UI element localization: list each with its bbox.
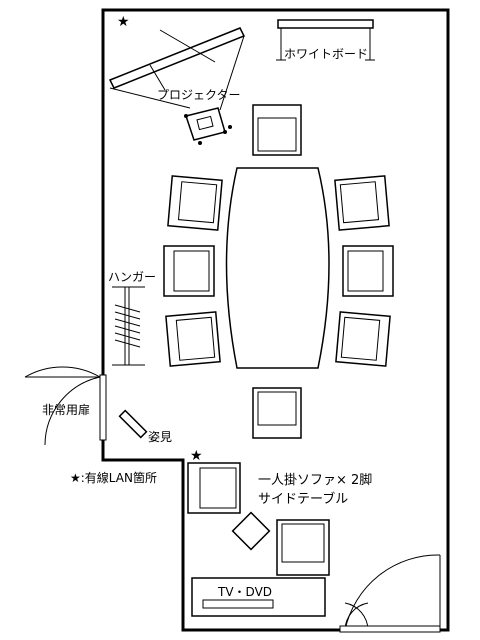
projector	[184, 107, 232, 145]
projector-label: プロジェクター	[157, 88, 241, 102]
mirror-label: 姿見	[148, 430, 172, 444]
whiteboard	[276, 19, 375, 61]
side-table	[231, 511, 271, 551]
hanger-label: ハンガー	[108, 270, 156, 284]
emergency-door[interactable]	[24, 366, 107, 446]
mirror	[118, 409, 148, 439]
lan-star-bottom: ★	[190, 448, 203, 464]
lan-legend: ★:有線LAN箇所	[70, 470, 157, 485]
side-table-label: サイドテーブル	[258, 491, 348, 507]
lan-star-top: ★	[117, 14, 130, 30]
whiteboard-label: ホワイトボード	[284, 47, 368, 61]
conference-table	[225, 167, 330, 369]
armchair-left-3	[165, 311, 221, 367]
armchair-right-3	[335, 311, 391, 367]
armchair-left-1	[167, 175, 223, 231]
armchair-right-1	[334, 175, 390, 231]
tv-dvd-label: TV・DVD	[217, 585, 272, 599]
armchair-left-2	[163, 245, 215, 297]
armchair-top	[252, 104, 302, 156]
sofa-label: 一人掛ソファ× 2脚	[258, 472, 372, 488]
armchair-right-2	[342, 245, 394, 297]
projector-screen	[108, 27, 246, 111]
wall-outline	[101, 8, 450, 632]
entrance-door[interactable]	[339, 554, 441, 633]
hanger-rack	[112, 286, 145, 366]
sofa-1	[187, 462, 241, 514]
emergency-door-label: 非常用扉	[42, 403, 90, 417]
sofa-2	[276, 519, 330, 576]
tv-dvd-unit	[191, 577, 326, 617]
armchair-bottom	[252, 387, 302, 439]
